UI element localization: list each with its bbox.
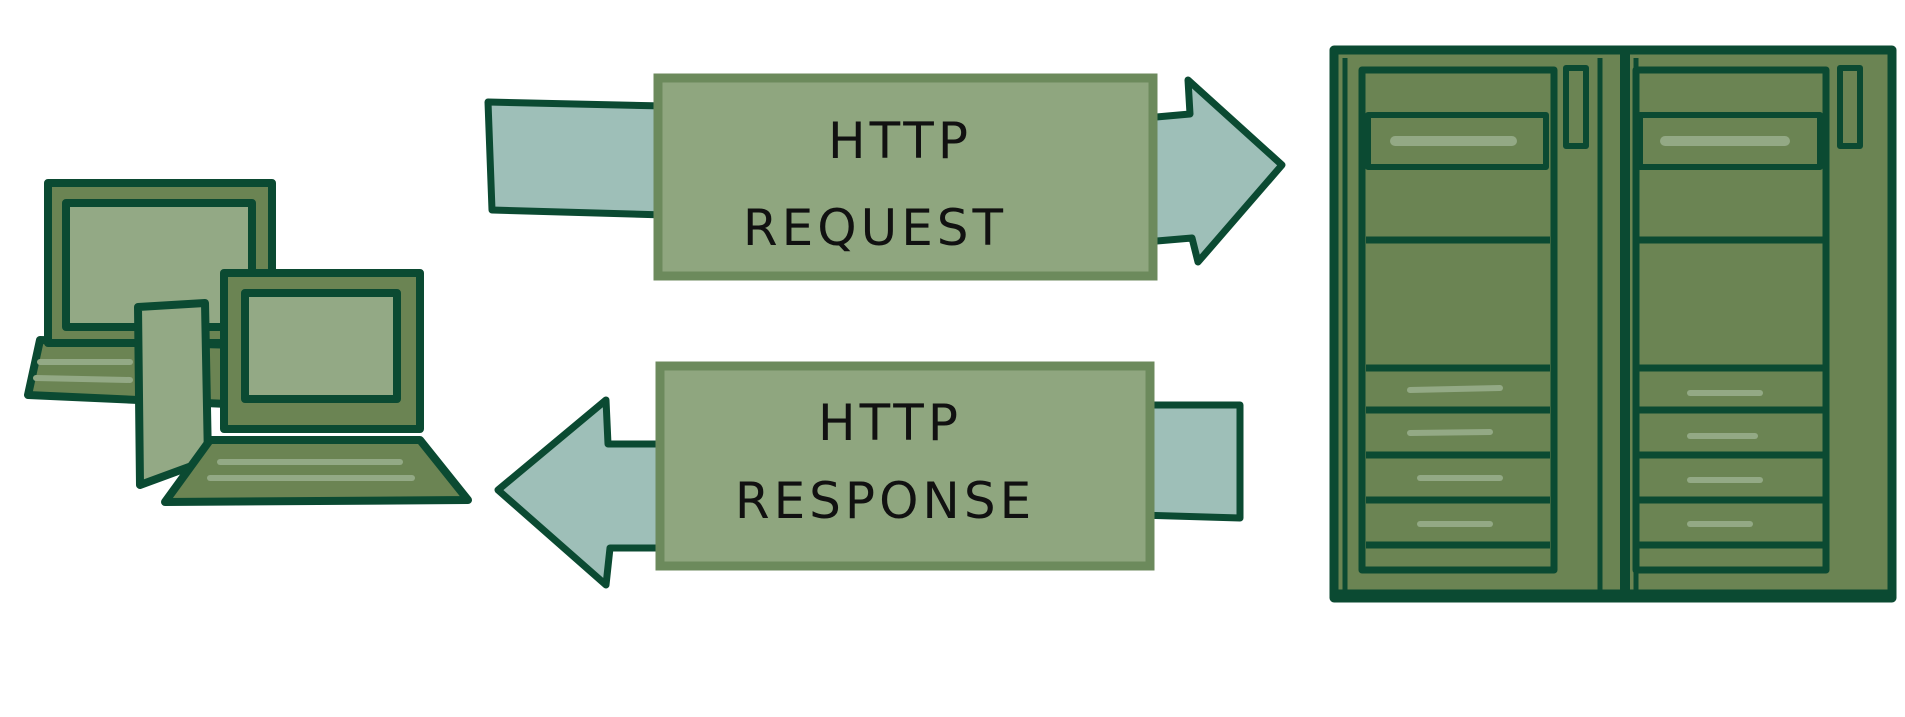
response-label-line1: HTTP	[818, 394, 962, 452]
response-box: HTTP RESPONSE	[655, 361, 1155, 571]
request-box: HTTP REQUEST	[653, 73, 1158, 281]
client-computers-icon	[24, 179, 472, 506]
request-label-line2: REQUEST	[743, 199, 1007, 257]
server-rack-icon	[1329, 45, 1897, 603]
response-label-line2: RESPONSE	[735, 472, 1035, 530]
request-label-line1: HTTP	[828, 112, 972, 170]
